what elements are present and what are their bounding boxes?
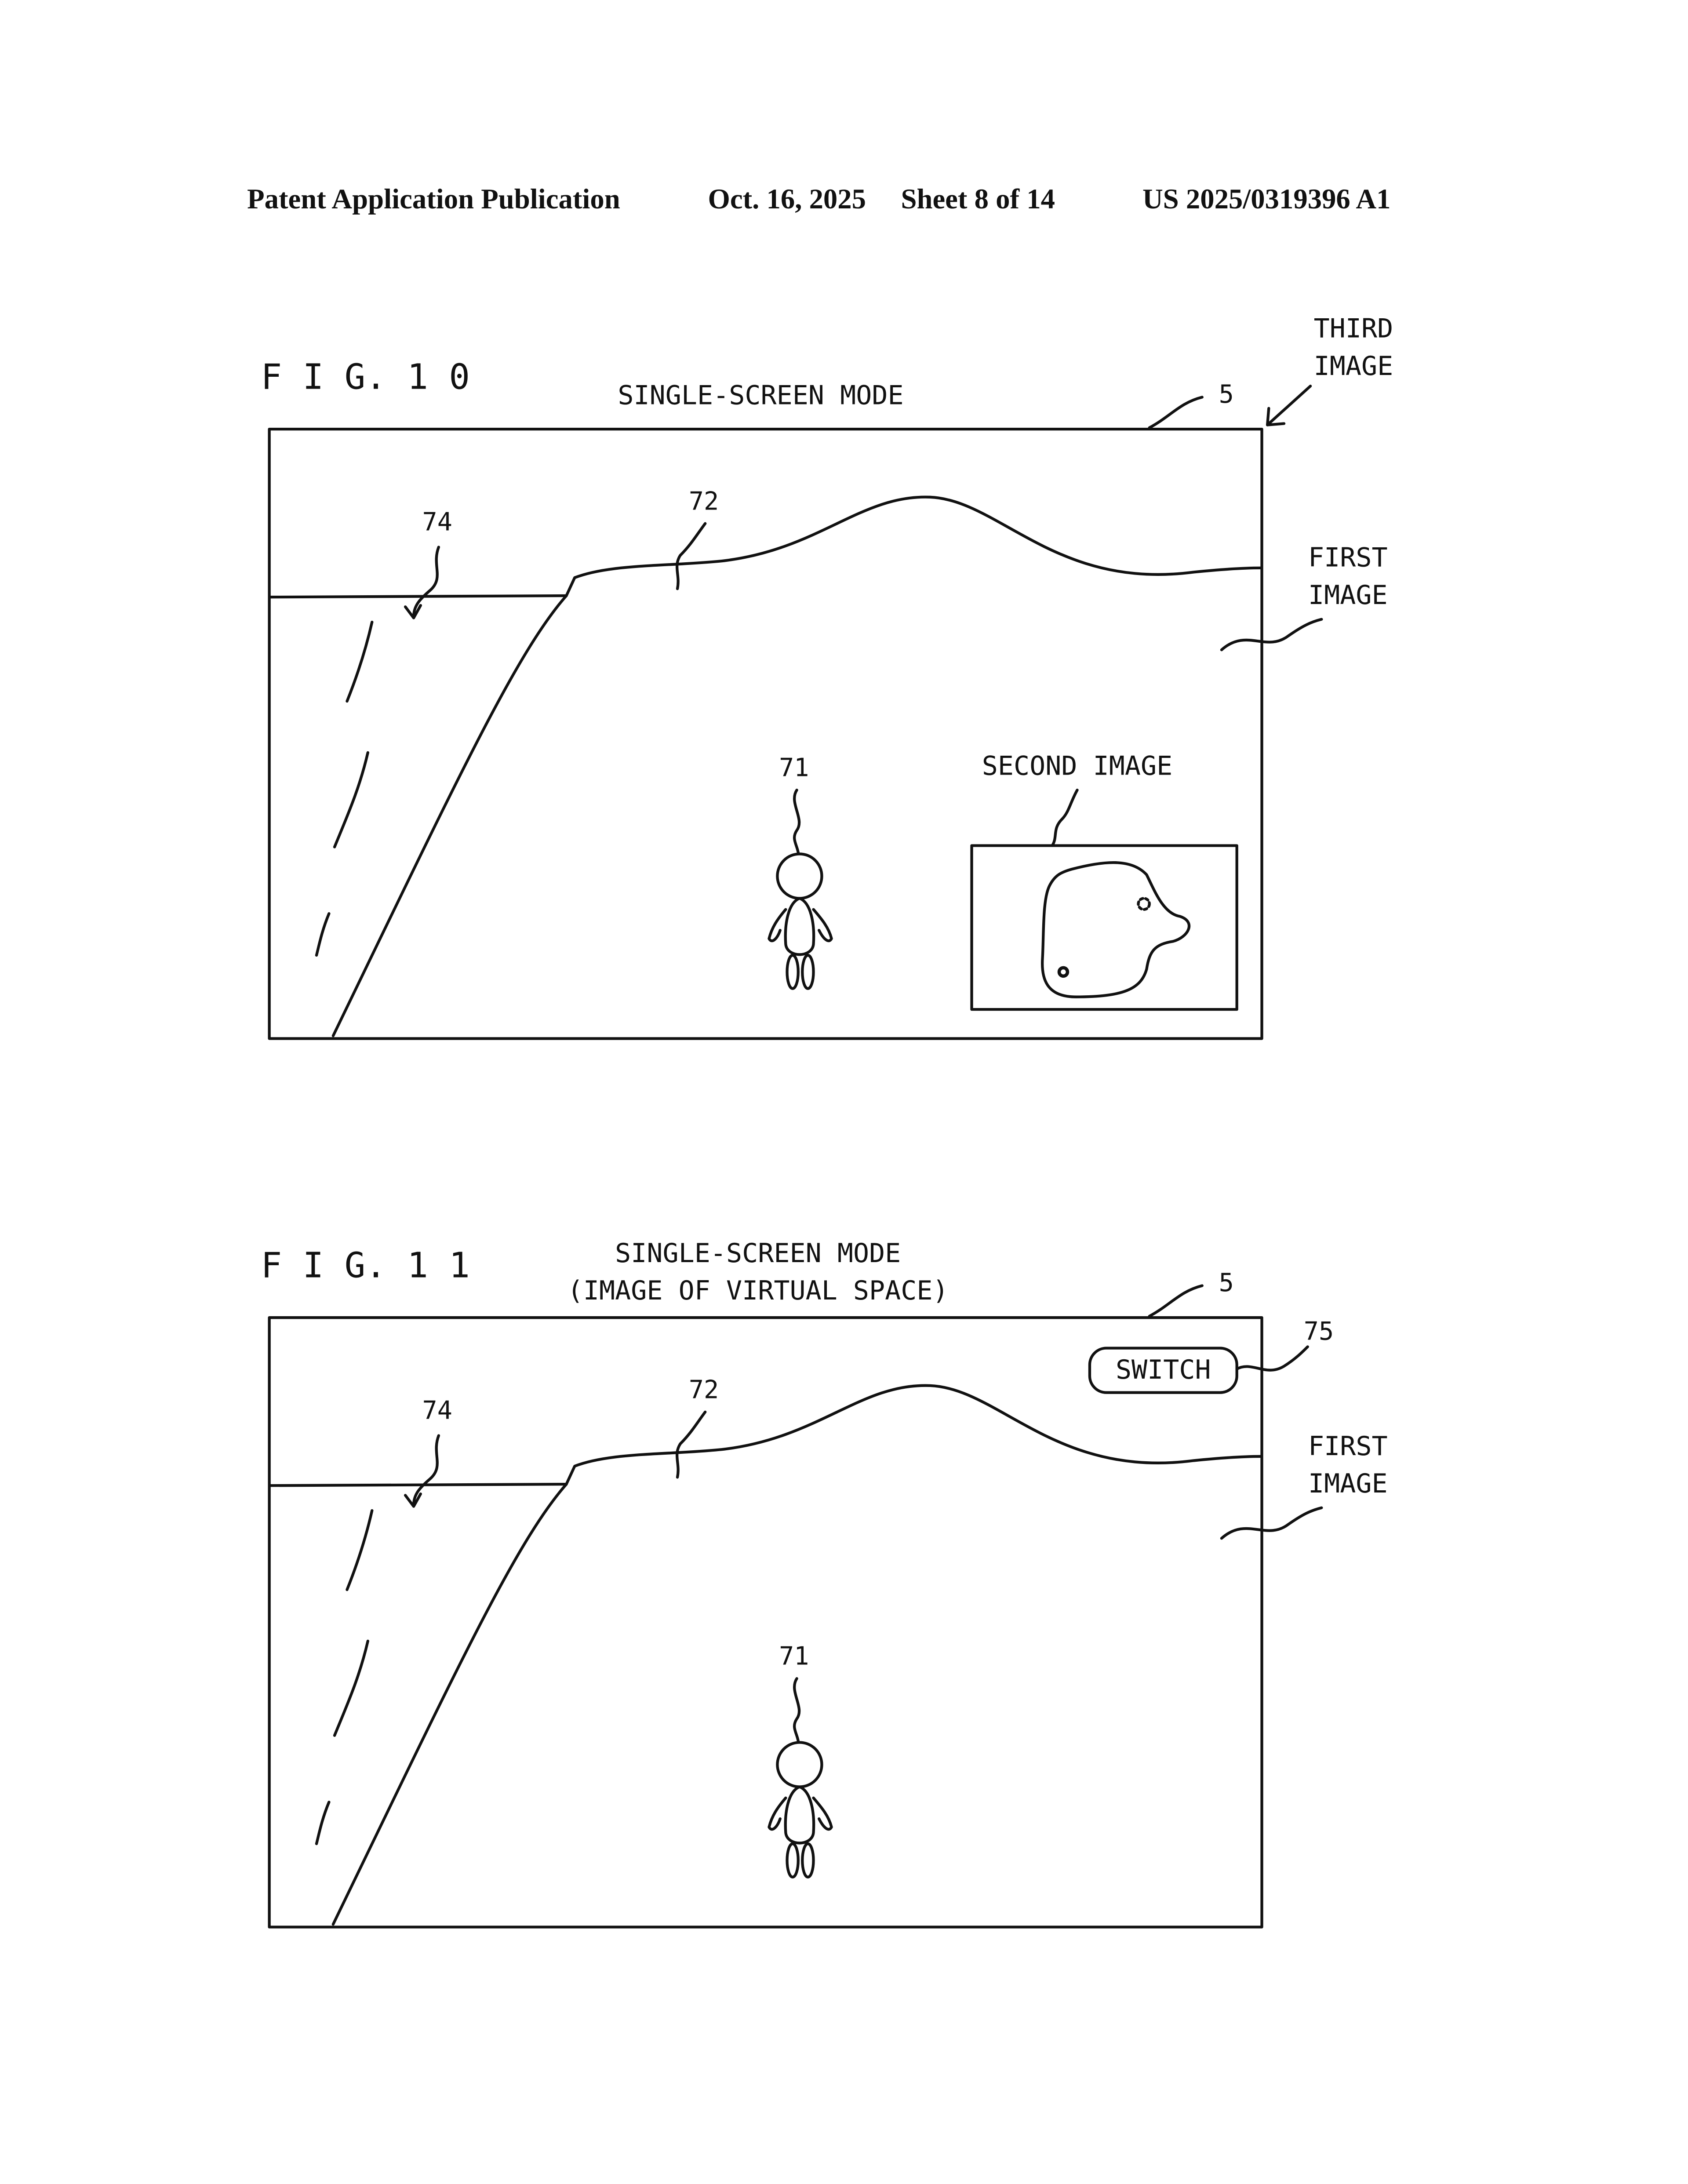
ridge-line xyxy=(566,1386,1260,1484)
figure-label: F I G. 1 1 xyxy=(261,1245,470,1286)
water-streak xyxy=(316,914,329,955)
water-streak xyxy=(347,1511,372,1590)
ref-character-label: 71 xyxy=(779,1642,809,1671)
first-image-label-line2: IMAGE xyxy=(1308,1468,1388,1499)
cliff-edge xyxy=(333,596,567,1036)
ref-display-leader xyxy=(1150,1286,1202,1316)
header-sheet: Sheet 8 of 14 xyxy=(901,183,1055,215)
ref-character-leader xyxy=(794,1678,799,1741)
ref-display-label: 5 xyxy=(1219,1268,1234,1297)
ref-terrain-leader xyxy=(677,1412,705,1477)
water-streak xyxy=(335,753,368,847)
water-surface-line xyxy=(269,1484,567,1485)
first-image-label-line1: FIRST xyxy=(1308,542,1388,573)
ridge-line xyxy=(566,497,1260,596)
first-image-leader xyxy=(1222,1508,1321,1538)
second-image-label: SECOND IMAGE xyxy=(982,750,1172,781)
ref-switch-label: 75 xyxy=(1304,1317,1334,1346)
figure-label: F I G. 1 0 xyxy=(261,357,470,397)
second-image-leader xyxy=(1052,790,1077,845)
first-image-label-line2: IMAGE xyxy=(1308,580,1388,611)
ref-water-arrow xyxy=(405,547,439,618)
header-date: Oct. 16, 2025 xyxy=(708,183,866,215)
player-character xyxy=(769,1742,831,1877)
header-number: US 2025/0319396 A1 xyxy=(1142,183,1391,215)
display-frame xyxy=(269,1318,1262,1927)
ref-water-label: 74 xyxy=(422,1396,452,1425)
map-destination-marker xyxy=(1138,898,1149,909)
map-frame xyxy=(972,845,1237,1009)
map-player-marker xyxy=(1059,968,1067,976)
player-character xyxy=(769,854,831,988)
water-streak xyxy=(335,1641,368,1736)
third-image-arrow xyxy=(1267,386,1310,425)
mode-title: SINGLE-SCREEN MODE xyxy=(615,1238,901,1269)
first-image-leader xyxy=(1222,619,1321,650)
mode-title: SINGLE-SCREEN MODE xyxy=(618,380,903,411)
figure-11: F I G. 1 1 SINGLE-SCREEN MODE (IMAGE OF … xyxy=(261,1238,1388,1927)
ref-terrain-label: 72 xyxy=(689,1375,719,1404)
figure-10: F I G. 1 0 SINGLE-SCREEN MODE 5 THIRD IM… xyxy=(261,313,1393,1039)
third-image-label-line1: THIRD xyxy=(1314,313,1393,344)
ref-character-leader xyxy=(794,790,799,852)
ref-terrain-label: 72 xyxy=(689,487,719,516)
ref-character-label: 71 xyxy=(779,753,809,783)
ref-water-label: 74 xyxy=(422,508,452,537)
switch-button-label[interactable]: SWITCH xyxy=(1116,1354,1211,1385)
third-image-label-line2: IMAGE xyxy=(1314,351,1393,382)
ref-display-label: 5 xyxy=(1219,380,1234,409)
water-streak xyxy=(316,1802,329,1844)
cliff-edge xyxy=(333,1484,567,1924)
header-publication: Patent Application Publication xyxy=(247,183,620,215)
switch-button[interactable]: SWITCH xyxy=(1090,1348,1237,1393)
ref-display-leader xyxy=(1150,397,1202,427)
water-streak xyxy=(347,622,372,701)
mode-subtitle: (IMAGE OF VIRTUAL SPACE) xyxy=(568,1275,949,1306)
ref-water-arrow xyxy=(405,1436,439,1507)
first-image-label-line1: FIRST xyxy=(1308,1431,1388,1462)
second-image-map xyxy=(972,845,1237,1009)
ref-switch-leader xyxy=(1237,1347,1308,1370)
ref-terrain-leader xyxy=(677,524,705,589)
display-frame xyxy=(269,429,1262,1038)
water-surface-line xyxy=(269,596,567,597)
page-header: Patent Application Publication Oct. 16, … xyxy=(247,183,1390,215)
